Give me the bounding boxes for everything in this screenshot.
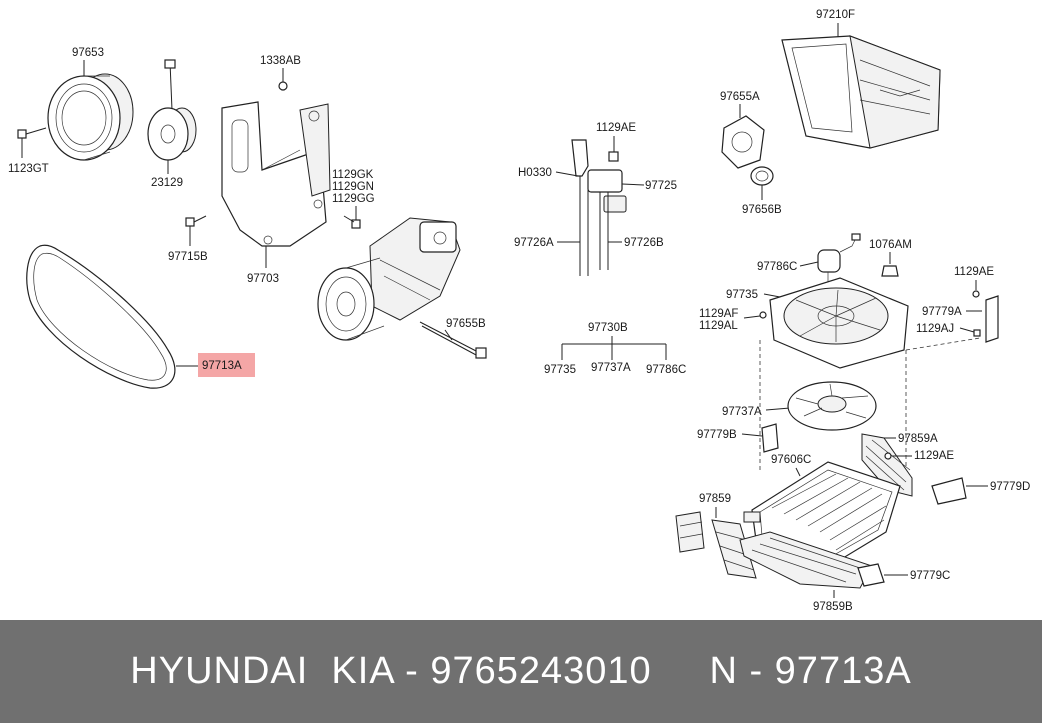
idler-23129[interactable] [147, 59, 197, 161]
label-97786C-b: 97786C [757, 261, 797, 273]
label-97715B: 97715B [168, 251, 208, 263]
label-1129AE-b: 1129AE [954, 266, 994, 278]
bolt-97655B[interactable] [419, 321, 487, 359]
bracket-97779B[interactable] [761, 423, 779, 453]
label-97859B: 97859B [813, 601, 853, 613]
bracket-97779A[interactable] [985, 295, 999, 343]
bolt-1129AE-b[interactable] [972, 290, 980, 298]
label-97779C: 97779C [910, 570, 950, 582]
label-97779B: 97779B [697, 429, 737, 441]
label-1129GK: 1129GK [332, 169, 374, 181]
seal-97656B[interactable] [750, 166, 774, 186]
air-guard-97859[interactable] [675, 511, 757, 579]
label-97713A: 97713A [202, 360, 242, 372]
label-23129: 23129 [151, 177, 183, 189]
label-97606C: 97606C [771, 454, 811, 466]
label-97726B: 97726B [624, 237, 664, 249]
parts-diagram: 97653 1123GT 23129 1338AB 97703 97715B [8, 9, 1030, 613]
label-97655A: 97655A [720, 91, 760, 103]
nut-1338AB[interactable] [278, 81, 288, 91]
belt-97713A[interactable] [26, 244, 176, 389]
label-97735-a: 97735 [544, 364, 576, 376]
bolt-1129AJ[interactable] [973, 329, 981, 337]
label-97210F: 97210F [816, 9, 855, 21]
air-guard-97859A[interactable] [861, 433, 913, 497]
bracket-97779C[interactable] [857, 563, 885, 587]
gasket-97655A[interactable] [721, 115, 765, 169]
label-1129AJ: 1129AJ [916, 323, 954, 335]
label-1123GT: 1123GT [8, 163, 49, 175]
bracket-97779D[interactable] [931, 477, 967, 505]
label-97653: 97653 [72, 47, 104, 59]
label-97655B: 97655B [446, 318, 486, 330]
grommet-1076AM[interactable] [881, 265, 899, 277]
label-97737A-b: 97737A [722, 406, 762, 418]
label-1129AE-a: 1129AE [596, 122, 636, 134]
label-97730B: 97730B [588, 322, 628, 334]
compressor[interactable] [317, 217, 461, 341]
pulley-97653[interactable] [47, 73, 134, 161]
label-1076AM: 1076AM [869, 239, 912, 251]
highlight-97713A [198, 353, 255, 377]
bolt-1129AE-a[interactable] [608, 151, 619, 162]
label-1129AL: 1129AL [699, 320, 738, 332]
label-97779D: 97779D [990, 481, 1030, 493]
fan-motor-97786C[interactable] [817, 233, 861, 282]
solenoid-valve-97725[interactable] [571, 139, 627, 276]
bolt-1129AF[interactable] [759, 311, 767, 319]
label-97786C-a: 97786C [646, 364, 686, 376]
label-H0330: H0330 [518, 167, 552, 179]
label-97735-b: 97735 [726, 289, 758, 301]
label-97859: 97859 [699, 493, 731, 505]
label-97737A-a: 97737A [591, 362, 631, 374]
label-97726A: 97726A [514, 237, 554, 249]
label-1129AF: 1129AF [699, 308, 738, 320]
fan-97737A[interactable] [787, 381, 877, 431]
bolt-1123GT[interactable] [17, 127, 47, 139]
label-1129GG: 1129GG [332, 193, 375, 205]
bolt-1129GG[interactable] [343, 215, 361, 229]
bracket-97703[interactable] [221, 101, 331, 247]
label-1129AE-c: 1129AE [914, 450, 954, 462]
label-97703: 97703 [247, 273, 279, 285]
label-97779A: 97779A [922, 306, 962, 318]
bolt-97715B[interactable] [185, 215, 207, 227]
label-97859A: 97859A [898, 433, 938, 445]
air-guard-97859B[interactable] [739, 531, 873, 589]
fan-shroud-97735[interactable] [769, 277, 909, 369]
label-97725: 97725 [645, 180, 677, 192]
footer-banner: HYUNDAI KIA - 9765243010 N - 97713A [0, 620, 1042, 723]
label-97656B: 97656B [742, 204, 782, 216]
label-1338AB: 1338AB [260, 55, 301, 67]
footer-part-number: HYUNDAI KIA - 9765243010 N - 97713A [130, 650, 912, 692]
duct-97210F[interactable] [781, 35, 941, 149]
bolt-1129AE-c[interactable] [884, 452, 892, 460]
label-1129GN: 1129GN [332, 181, 374, 193]
